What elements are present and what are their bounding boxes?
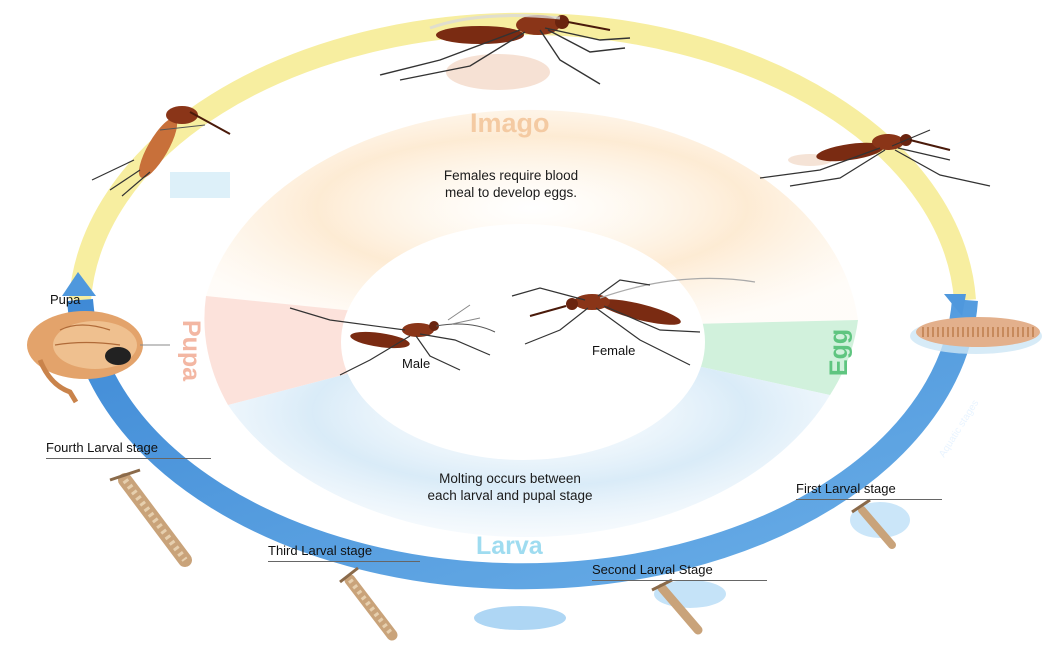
- fourth-larval-stage-label: Fourth Larval stage: [46, 440, 158, 455]
- females-note: Females require blood meal to develop eg…: [396, 167, 626, 201]
- aquatic-stages-label: Aquatic stages: [937, 398, 981, 459]
- stage-label-larva: Larva: [476, 532, 543, 561]
- larva-icon: [340, 568, 392, 635]
- first-larval-stage-label: First Larval stage: [796, 481, 896, 496]
- larva-icon: [110, 470, 185, 560]
- female-label: Female: [592, 343, 635, 358]
- molting-note: Molting occurs between each larval and p…: [380, 470, 640, 504]
- third-larval-stage-label: Third Larval stage: [268, 543, 372, 558]
- stage-label-pupa: Pupa: [176, 320, 205, 381]
- stage-label-egg: Egg: [825, 329, 854, 376]
- egg-raft-icon: [910, 317, 1042, 354]
- molting-note-line1: Molting occurs between: [380, 470, 640, 487]
- females-note-line1: Females require blood: [396, 167, 626, 184]
- second-larval-stage-label: Second Larval Stage: [592, 562, 713, 577]
- mosquito-icon: [760, 130, 990, 186]
- molting-note-line2: each larval and pupal stage: [380, 487, 640, 504]
- stage-label-imago: Imago: [470, 108, 550, 139]
- male-label: Male: [402, 356, 430, 371]
- pupa-annotation: Pupa: [50, 292, 80, 307]
- females-note-line2: meal to develop eggs.: [396, 184, 626, 201]
